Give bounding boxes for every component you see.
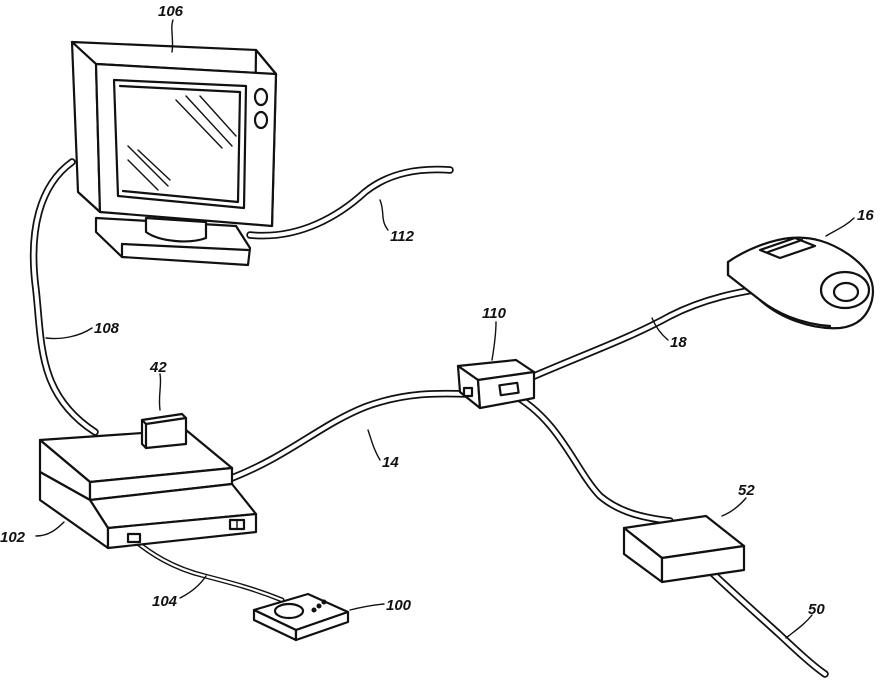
label-112: 112: [390, 228, 415, 245]
cable-14: [232, 394, 468, 479]
card: [142, 414, 186, 448]
label-106: 106: [158, 3, 184, 20]
hub: [458, 360, 534, 408]
cable-112: [250, 170, 450, 236]
label-42: 42: [149, 359, 167, 376]
label-50: 50: [808, 601, 825, 618]
monitor: [72, 42, 276, 265]
cable-104: [134, 540, 282, 600]
label-18: 18: [670, 334, 687, 351]
foot-switch: [254, 594, 348, 640]
probe: [728, 238, 873, 329]
cable-18: [532, 288, 765, 377]
cable-108: [34, 162, 95, 432]
label-102: 102: [0, 529, 26, 546]
label-14: 14: [382, 454, 399, 471]
label-104: 104: [152, 593, 178, 610]
label-110: 110: [482, 305, 507, 322]
label-16: 16: [857, 207, 874, 224]
label-100: 100: [386, 597, 412, 614]
label-52: 52: [738, 482, 755, 499]
label-108: 108: [94, 320, 120, 337]
adapter: [624, 516, 744, 582]
cable-hub-adapter: [512, 394, 670, 521]
